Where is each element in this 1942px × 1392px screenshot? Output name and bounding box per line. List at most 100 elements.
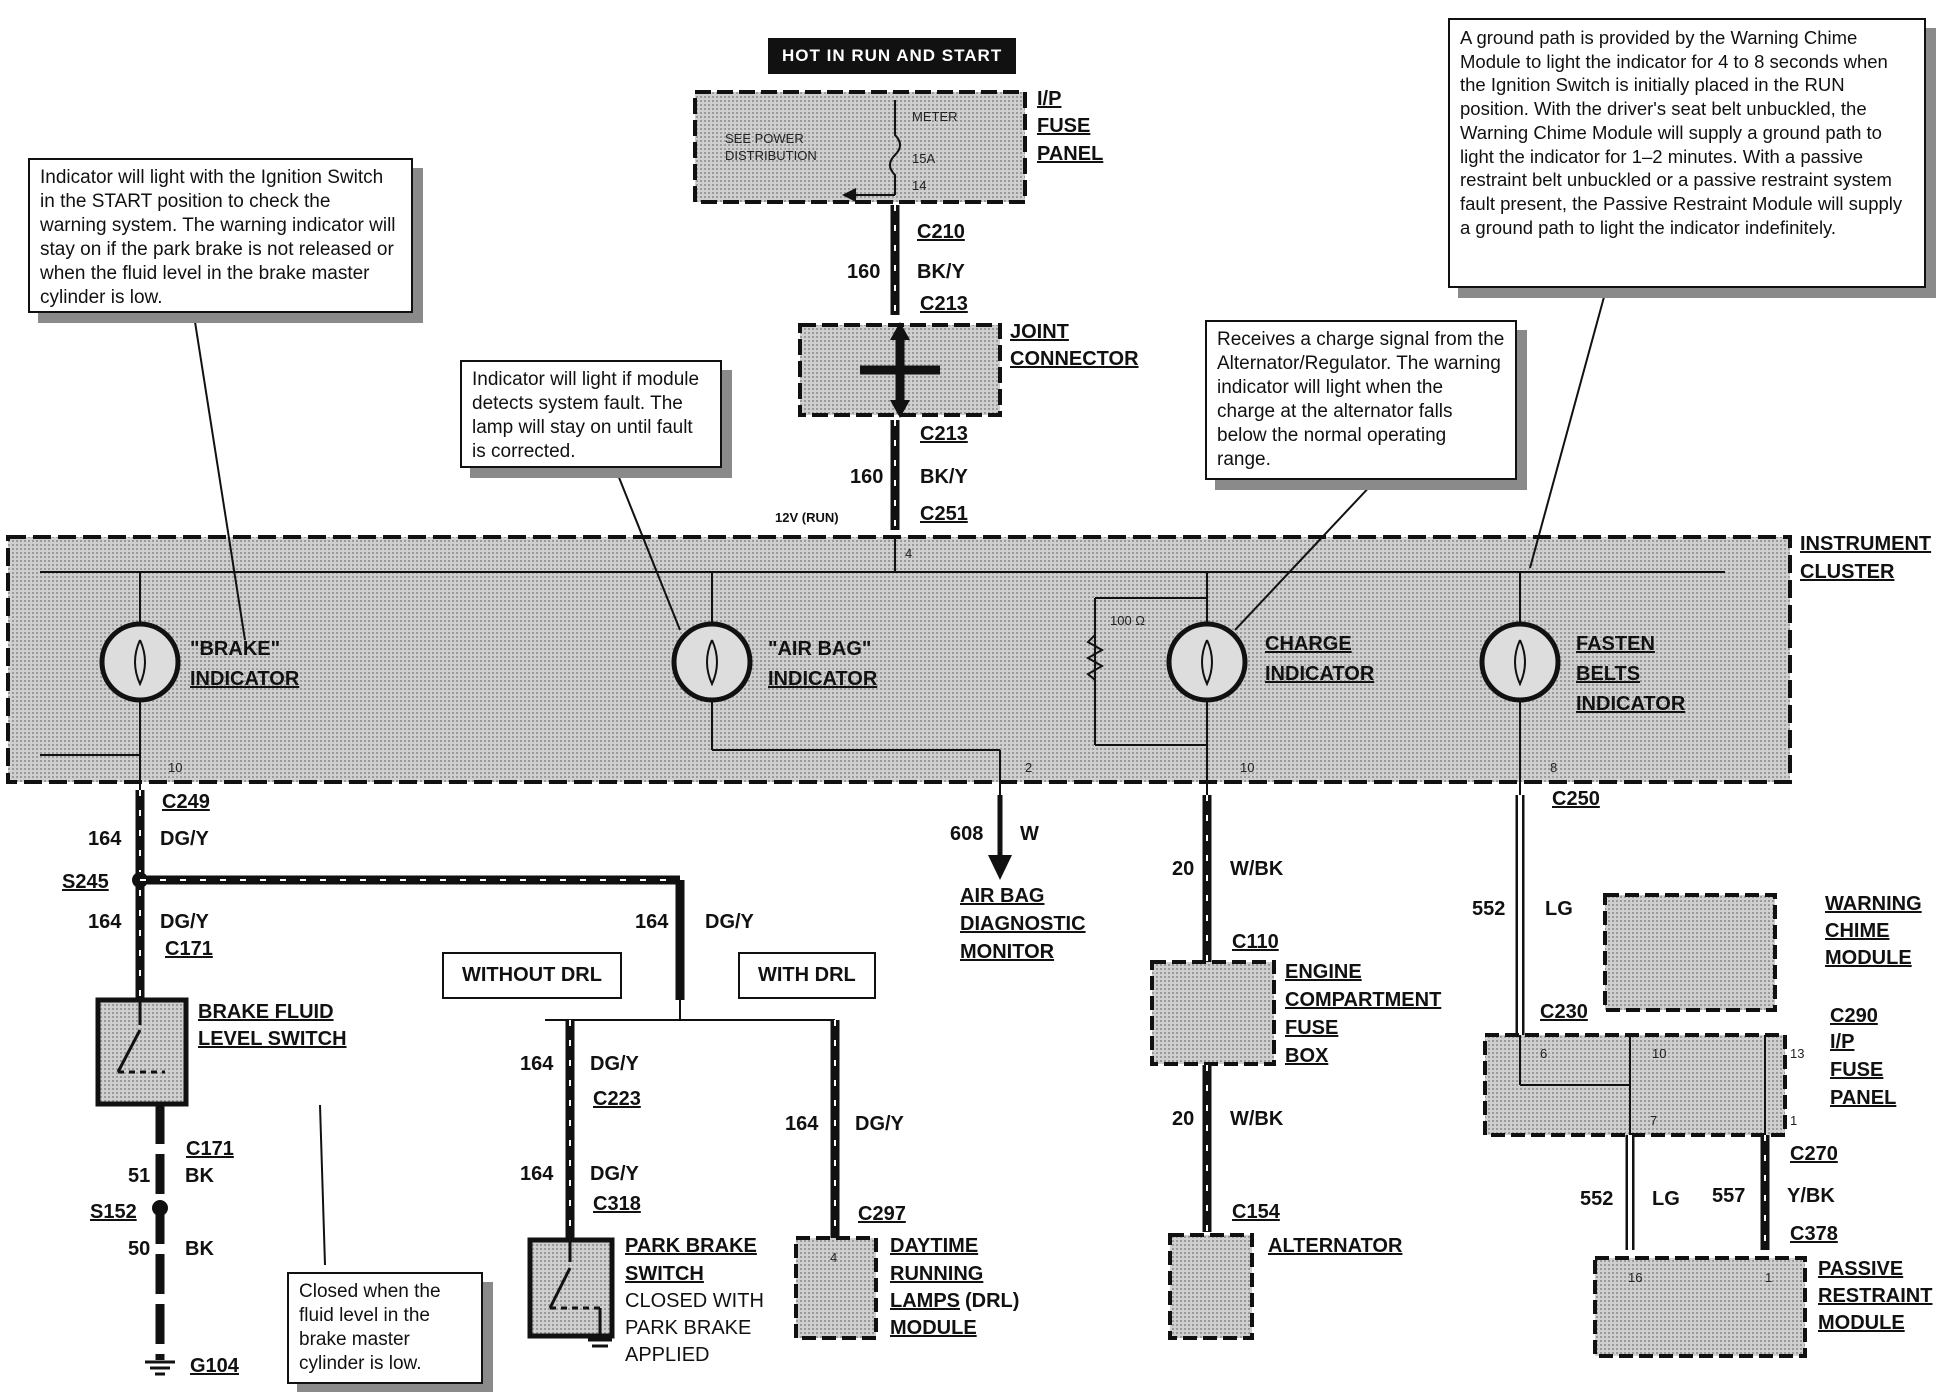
prm-p1: 1	[1765, 1270, 1772, 1285]
c318-label: C318	[593, 1193, 641, 1215]
resistor-symbol	[1085, 634, 1105, 681]
airbag-ind-name1: "AIR BAG"	[768, 638, 871, 660]
fuse-pin-text: 14	[912, 178, 926, 193]
fasten-ind-name2: BELTS	[1576, 663, 1640, 685]
warning-chime-module-box	[1603, 893, 1777, 1012]
c270-label: C270	[1790, 1143, 1838, 1165]
wire-552b: 552	[1580, 1188, 1613, 1210]
prm-name1: PASSIVE	[1818, 1258, 1903, 1280]
alternator-box	[1168, 1233, 1254, 1340]
drl-name4: MODULE	[890, 1317, 977, 1339]
wire-lg-b: LG	[1652, 1188, 1680, 1210]
resistor-label: 100 Ω	[1110, 613, 1145, 628]
charge-ind-name2: INDICATOR	[1265, 663, 1375, 685]
wire-bky-b: BK/Y	[920, 466, 968, 488]
charge-note: Receives a charge signal from the Altern…	[1205, 320, 1517, 480]
pbs-name3: CLOSED WITH	[625, 1290, 764, 1312]
cluster-name2: CLUSTER	[1800, 561, 1895, 583]
airbag-indicator-bulb	[671, 621, 753, 703]
fasten-note: A ground path is provided by the Warning…	[1448, 18, 1926, 288]
v12-run-label: 12V (RUN)	[775, 510, 839, 525]
ecfb-name3: FUSE	[1285, 1017, 1338, 1039]
wire-51: 51	[128, 1165, 150, 1187]
bfls-name2: LEVEL SWITCH	[198, 1028, 347, 1050]
brake-note: Indicator will light with the Ignition S…	[28, 158, 413, 313]
prm-name3: MODULE	[1818, 1312, 1905, 1334]
hot-in-run-start-label: HOT IN RUN AND START	[768, 38, 1017, 74]
s245-label: S245	[62, 871, 109, 893]
g104-label: G104	[190, 1355, 240, 1377]
fuse-symbol	[889, 100, 901, 195]
fasten-ind-name1: FASTEN	[1576, 633, 1655, 655]
abdm-name1: AIR BAG	[960, 885, 1044, 907]
airbag-ind-name2: INDICATOR	[768, 668, 878, 690]
wire-lg-a: LG	[1545, 898, 1573, 920]
drl-name2: RUNNING	[890, 1263, 983, 1285]
wire-dgy-b: DG/Y	[160, 911, 210, 933]
drl-pin: 4	[830, 1250, 837, 1265]
wire-164c: 164	[635, 911, 669, 933]
distribution-text: DISTRIBUTION	[725, 148, 817, 163]
wire-dgy-d: DG/Y	[590, 1053, 640, 1075]
brake-indicator-bulb	[99, 621, 181, 703]
drl-name3: LAMPS	[890, 1290, 960, 1312]
ipf-p7: 7	[1650, 1113, 1657, 1128]
ipf-top-name1: I/P	[1037, 88, 1061, 110]
airbag-note: Indicator will light if module detects s…	[460, 360, 722, 468]
c154-label: C154	[1232, 1201, 1281, 1223]
pin8-label: 8	[1550, 760, 1557, 775]
c251-label: C251	[920, 503, 968, 525]
pbs-name4: PARK BRAKE	[625, 1317, 751, 1339]
c290-label: C290	[1830, 1005, 1878, 1027]
wire-164f: 164	[785, 1113, 819, 1135]
wire-ybk: Y/BK	[1787, 1185, 1835, 1207]
pbs-name2: SWITCH	[625, 1263, 704, 1285]
charge-indicator-bulb	[1166, 621, 1248, 703]
wire-164b: 164	[88, 911, 122, 933]
wire-bky-a: BK/Y	[917, 261, 965, 283]
wire-wbk-a: W/BK	[1230, 858, 1284, 880]
s152-label: S152	[90, 1201, 137, 1223]
c171a-label: C171	[165, 938, 213, 960]
wire-160a: 160	[847, 261, 880, 283]
brake-ind-name2: INDICATOR	[190, 668, 300, 690]
passive-restraint-module-box	[1593, 1256, 1807, 1358]
wcm-name3: MODULE	[1825, 947, 1912, 969]
drl-name3b: (DRL)	[965, 1290, 1019, 1312]
fasten-belts-bulb	[1479, 621, 1561, 703]
ecfb-name1: ENGINE	[1285, 961, 1362, 983]
top-fuse-panel-box	[693, 90, 1027, 204]
ipf-name1: I/P	[1830, 1031, 1854, 1053]
wire-dgy-a: DG/Y	[160, 828, 210, 850]
c223-label: C223	[593, 1088, 641, 1110]
wire-bk51: BK	[185, 1165, 214, 1187]
pin10b-label: 10	[1240, 760, 1254, 775]
ecfb-name4: BOX	[1285, 1045, 1329, 1067]
wire-164a: 164	[88, 828, 122, 850]
c210-label: C210	[917, 221, 965, 243]
fluid-note: Closed when the fluid level in the brake…	[287, 1272, 483, 1384]
joint-name1: JOINT	[1010, 321, 1069, 343]
abdm-name2: DIAGNOSTIC	[960, 913, 1086, 935]
ipf-p10: 10	[1652, 1046, 1666, 1061]
wire-wbk-b: W/BK	[1230, 1108, 1284, 1130]
drl-module-box	[794, 1236, 878, 1340]
ipf-p6: 6	[1540, 1046, 1547, 1061]
brake-ind-name1: "BRAKE"	[190, 638, 280, 660]
with-drl-tag: WITH DRL	[738, 952, 876, 999]
pbs-name1: PARK BRAKE	[625, 1235, 757, 1257]
wire-164d: 164	[520, 1053, 554, 1075]
wire-20a: 20	[1172, 858, 1194, 880]
wire-608: 608	[950, 823, 983, 845]
wire-dgy-f: DG/Y	[855, 1113, 905, 1135]
bfls-name1: BRAKE FLUID	[198, 1001, 334, 1023]
without-drl-tag: WITHOUT DRL	[442, 952, 622, 999]
prm-p16: 16	[1628, 1270, 1642, 1285]
engine-fuse-box	[1150, 960, 1276, 1066]
abdm-name3: MONITOR	[960, 941, 1055, 963]
pin10a-label: 10	[168, 760, 182, 775]
c230-label: C230	[1540, 1001, 1588, 1023]
cluster-name1: INSTRUMENT	[1800, 533, 1931, 555]
alternator-name: ALTERNATOR	[1268, 1235, 1403, 1257]
